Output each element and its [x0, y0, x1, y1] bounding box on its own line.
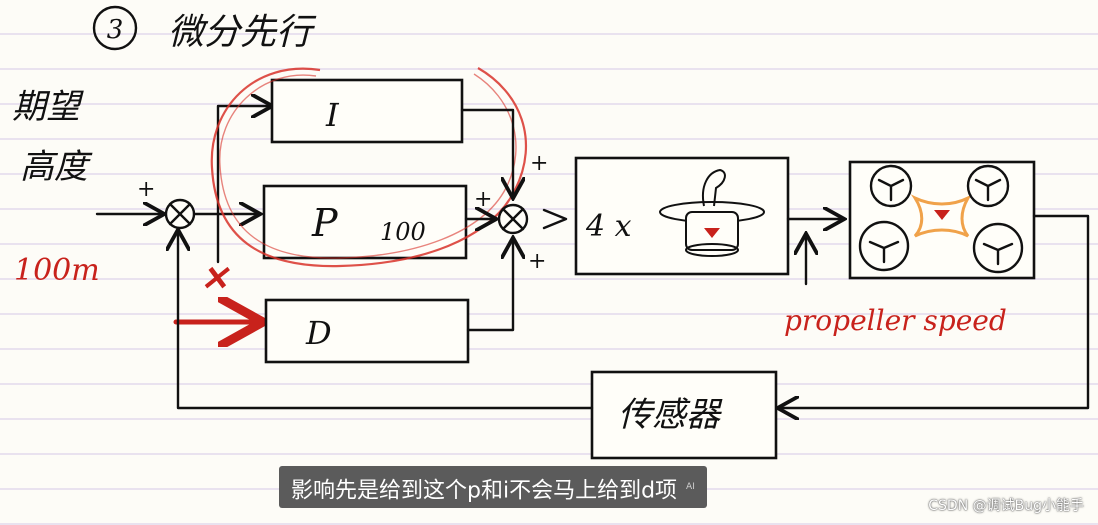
integral-block: I — [270, 78, 464, 144]
heading-number: 3 — [107, 15, 124, 45]
sensor-block: 传感器 — [590, 370, 778, 460]
setpoint-plus-sign: + — [137, 177, 155, 202]
output-feedback-arrow — [780, 214, 1090, 408]
derivative-label: D — [305, 314, 332, 352]
proportional-gain: 100 — [380, 218, 426, 246]
propeller-speed-annotation: propeller speed — [784, 304, 1007, 337]
d-output-arrow — [466, 240, 513, 332]
cross-out-mark: ✕ — [200, 259, 230, 299]
setpoint-label-line2: 高度 — [20, 147, 93, 187]
heading-number-circle — [92, 5, 138, 51]
proportional-label: P — [311, 201, 339, 245]
video-subtitle: 影响先是给到这个p和i不会马上给到d项 AI — [279, 466, 707, 508]
i-output-arrow — [460, 108, 513, 196]
drone-block — [848, 160, 1036, 280]
proportional-block: P 100 — [262, 184, 468, 260]
derivative-block: D — [264, 298, 470, 364]
sum-to-motors-arrowhead — [542, 208, 568, 230]
highlight-ring-inner — [219, 73, 517, 259]
subtitle-ai-mark: AI — [686, 482, 695, 492]
sensor-feedback-arrow — [178, 232, 594, 410]
setpoint-value: 100m — [14, 253, 100, 288]
motors-block: 4 x — [574, 156, 790, 276]
video-subtitle-text: 影响先是给到这个p和i不会马上给到d项 — [291, 478, 678, 504]
csdn-watermark: CSDN @调试Bug小能手 — [928, 498, 1084, 514]
integral-label: I — [325, 96, 340, 134]
setpoint-label-line1: 期望 — [12, 87, 84, 127]
drone-icon — [858, 164, 1024, 274]
heading-title: 微分先行 — [168, 12, 317, 53]
highlight-ring — [210, 67, 528, 268]
section-heading: 3 微分先行 — [92, 5, 317, 53]
sum-plus-bottom: + — [528, 249, 546, 274]
motors-count-label: 4 x — [585, 209, 632, 244]
sum-plus-left: + — [474, 187, 492, 212]
sensor-label: 传感器 — [618, 395, 723, 435]
error-summing-junction — [164, 198, 196, 230]
controller-summing-junction — [497, 203, 529, 235]
error-to-i-arrow — [216, 106, 270, 216]
sum-plus-top: + — [530, 151, 548, 176]
motor-propeller-icon — [659, 168, 765, 257]
